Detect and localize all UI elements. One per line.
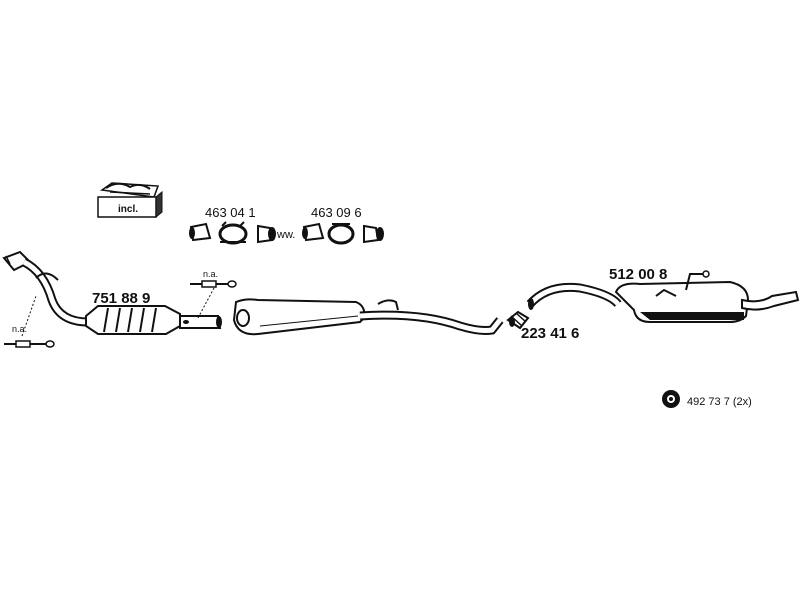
- mounting-kit-box: incl.: [97, 182, 163, 219]
- clamp-a-part-number: 463 04 1: [205, 205, 256, 220]
- catalytic-converter-part-number: 751 88 9: [92, 290, 150, 307]
- clamp-set-a-icon: [189, 221, 276, 245]
- rear-silencer: [526, 270, 800, 323]
- lower-lambda-sensor: [4, 295, 55, 348]
- front-downpipe: [2, 250, 89, 327]
- connector-part-number: 223 41 6: [521, 325, 579, 342]
- rubber-mount-part-number: 492 73 7 (2x): [687, 396, 752, 408]
- upper-lambda-sensor: [190, 280, 237, 319]
- catalytic-converter: [85, 305, 222, 335]
- upper-sensor-note: n.a.: [203, 269, 218, 279]
- connector-clamp: [506, 310, 530, 330]
- middle-silencer: [232, 298, 504, 336]
- clamp-set-b-icon: [302, 222, 384, 245]
- kit-box-label: incl.: [118, 204, 138, 215]
- rear-silencer-part-number: 512 00 8: [609, 266, 667, 283]
- clamp-b-part-number: 463 09 6: [311, 205, 362, 220]
- lower-sensor-note: n.a.: [12, 324, 27, 334]
- rubber-mount-icon: [662, 390, 680, 408]
- joiner-label: ww.: [276, 229, 295, 241]
